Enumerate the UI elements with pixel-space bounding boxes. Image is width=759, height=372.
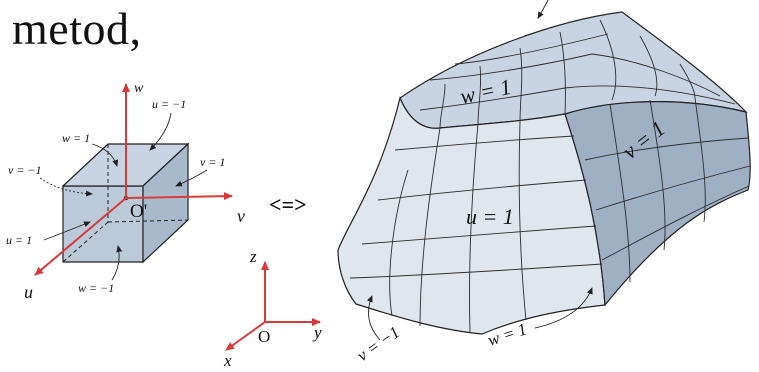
heading-text: metod, (12, 3, 142, 54)
global-frame: z y x O (223, 247, 322, 370)
frame-x-label: x (223, 351, 232, 370)
cube-axis-u-label: u (24, 282, 33, 302)
frame-origin-label: O (258, 327, 270, 346)
cube-label-w-top: w = 1 (62, 131, 90, 145)
cube-label-v-left: v = −1 (8, 163, 42, 177)
frame-x-axis (225, 321, 266, 351)
solid-side-face (564, 101, 751, 307)
frame-z-label: z (249, 247, 257, 266)
solid-label-u-front: u = 1 (466, 204, 514, 229)
cube-origin-label: O' (130, 201, 147, 222)
frame-y-label: y (312, 323, 322, 342)
cube-v-axis (125, 192, 233, 201)
reference-cube: w v u O' w = 1 u = −1 v = −1 v = 1 u = 1… (6, 81, 245, 302)
solid-label-v-bottom: v = −1 (353, 322, 403, 365)
cube-label-w-bottom: w = −1 (78, 281, 114, 295)
cube-label-u-back: u = −1 (152, 97, 186, 111)
cube-label-u-front: u = 1 (6, 233, 32, 247)
mapped-solid: w = 1 v = 1 u = 1 v = −1 w = 1 (337, 0, 751, 365)
equivalence-symbol: <=> (269, 192, 307, 217)
cube-u-axis (34, 197, 127, 276)
cube-axis-v-label: v (237, 206, 245, 226)
cube-label-v-right: v = 1 (200, 155, 225, 169)
cube-axis-w-label: w (134, 81, 144, 96)
